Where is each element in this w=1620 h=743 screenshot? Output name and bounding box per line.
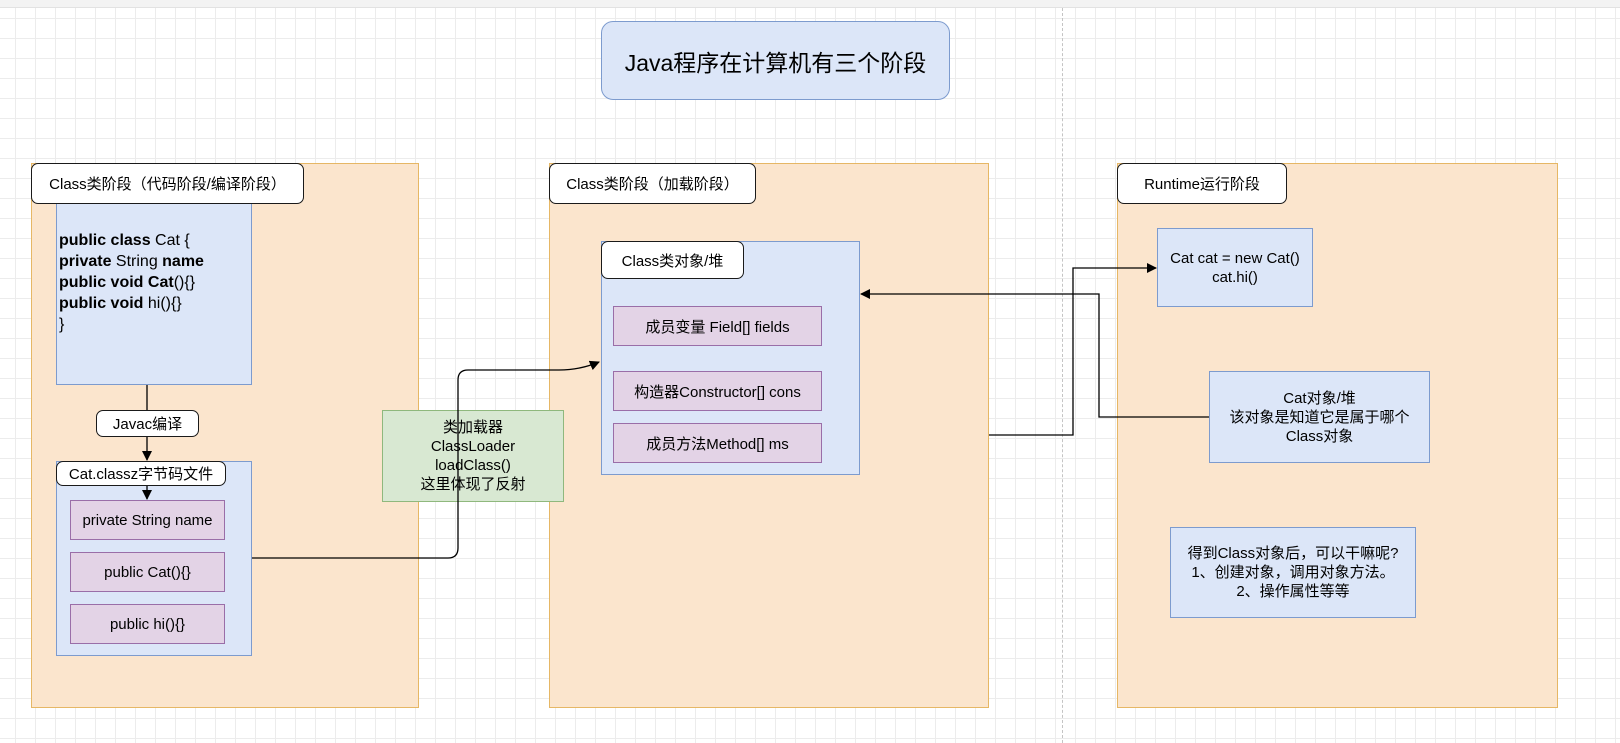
top-toolbar-strip [0, 0, 1620, 8]
bytecode-file-label: Cat.classz字节码文件 [56, 461, 226, 486]
usage-note-line: 2、操作属性等等 [1236, 583, 1350, 600]
diagram-title: Java程序在计算机有三个阶段 [601, 21, 950, 100]
code-line: } [59, 316, 65, 333]
classloader-box: 类加载器 ClassLoader loadClass() 这里体现了反射 [382, 410, 564, 502]
classloader-line: 这里体现了反射 [420, 476, 526, 493]
runtime-stage-label: Runtime运行阶段 [1117, 163, 1287, 204]
source-code-box: public class Cat { private String name p… [56, 199, 252, 385]
bytecode-item: public hi(){} [70, 604, 225, 644]
member-constructor: 构造器Constructor[] cons [613, 371, 822, 411]
javac-label: Javac编译 [96, 410, 199, 437]
bytecode-item: public Cat(){} [70, 552, 225, 592]
runtime-code-line: cat.hi() [1212, 268, 1258, 286]
compile-stage-label: Class类阶段（代码阶段/编译阶段） [31, 163, 304, 204]
classloader-line: 类加载器 [442, 419, 503, 436]
member-field: 成员变量 Field[] fields [613, 306, 822, 346]
class-object-label: Class类对象/堆 [601, 241, 744, 279]
classloader-line: loadClass() [435, 457, 511, 474]
runtime-code-line: Cat cat = new Cat() [1170, 249, 1300, 267]
cat-object-line: 该对象是知道它是属于哪个 [1229, 408, 1410, 426]
member-method: 成员方法Method[] ms [613, 423, 822, 463]
code-line: private String name [59, 253, 204, 270]
cat-object-line: Cat对象/堆 [1283, 389, 1356, 407]
classloader-line: ClassLoader [430, 438, 516, 455]
load-stage-label: Class类阶段（加载阶段） [549, 163, 756, 204]
code-line: public class Cat { [59, 232, 190, 249]
page-divider [1062, 8, 1063, 743]
bytecode-item: private String name [70, 500, 225, 540]
runtime-code-box: Cat cat = new Cat() cat.hi() [1157, 228, 1313, 307]
cat-object-box: Cat对象/堆 该对象是知道它是属于哪个 Class对象 [1209, 371, 1430, 463]
cat-object-line: Class对象 [1285, 427, 1354, 445]
code-line: public void Cat(){} [59, 274, 196, 291]
usage-note-line: 1、创建对象，调用对象方法。 [1191, 564, 1395, 581]
usage-note-line: 得到Class对象后，可以干嘛呢? [1187, 545, 1399, 562]
code-line: public void hi(){} [59, 295, 182, 312]
usage-note-box: 得到Class对象后，可以干嘛呢? 1、创建对象，调用对象方法。 2、操作属性等… [1170, 527, 1416, 618]
